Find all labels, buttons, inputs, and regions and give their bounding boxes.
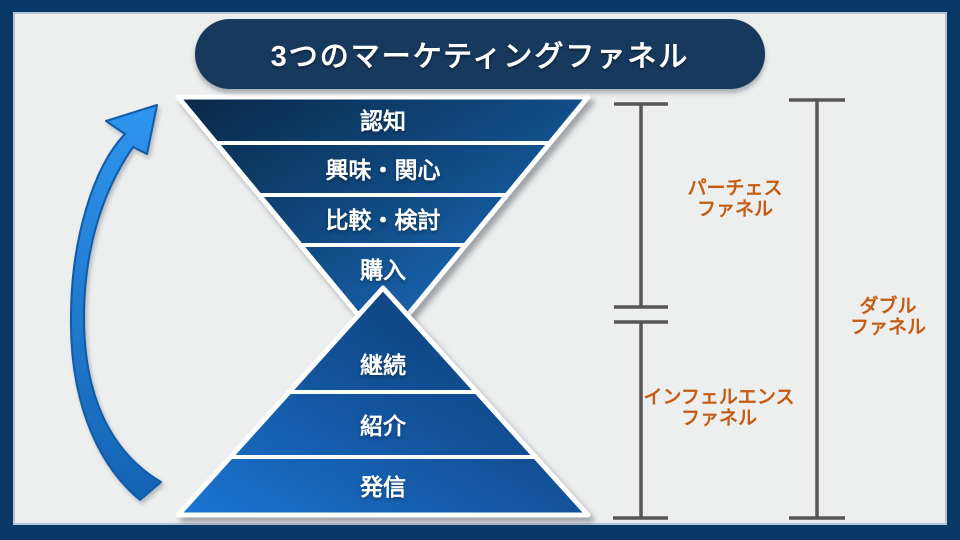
influence-funnel-label-line2: ファネル xyxy=(680,408,757,429)
influence-funnel-label-line1: インフェルエンス xyxy=(643,387,795,408)
influence-funnel-label: インフェルエンス ファネル xyxy=(629,387,809,429)
cycle-arrow-icon xyxy=(69,104,162,501)
purchase-funnel-triangle xyxy=(175,94,591,348)
double-funnel-label: ダブル ファネル xyxy=(828,296,948,338)
purchase-funnel-label-line1: パーチェス xyxy=(687,178,783,199)
double-funnel-label-line1: ダブル xyxy=(859,296,917,317)
purchase-funnel-bracket xyxy=(614,102,668,309)
double-funnel-label-line2: ファネル xyxy=(849,317,926,338)
page-title: 3つのマーケティングファネル xyxy=(270,41,690,73)
title-banner: 3つのマーケティングファネル xyxy=(195,19,765,89)
purchase-funnel-label-line2: ファネル xyxy=(696,199,773,220)
influence-funnel-dividers xyxy=(178,390,588,459)
influence-funnel-bracket xyxy=(613,320,668,520)
purchase-funnel-dividers xyxy=(178,141,588,247)
double-funnel-bracket xyxy=(789,98,845,520)
influence-funnel-triangle xyxy=(175,285,591,518)
purchase-funnel-label: パーチェス ファネル xyxy=(655,178,815,220)
